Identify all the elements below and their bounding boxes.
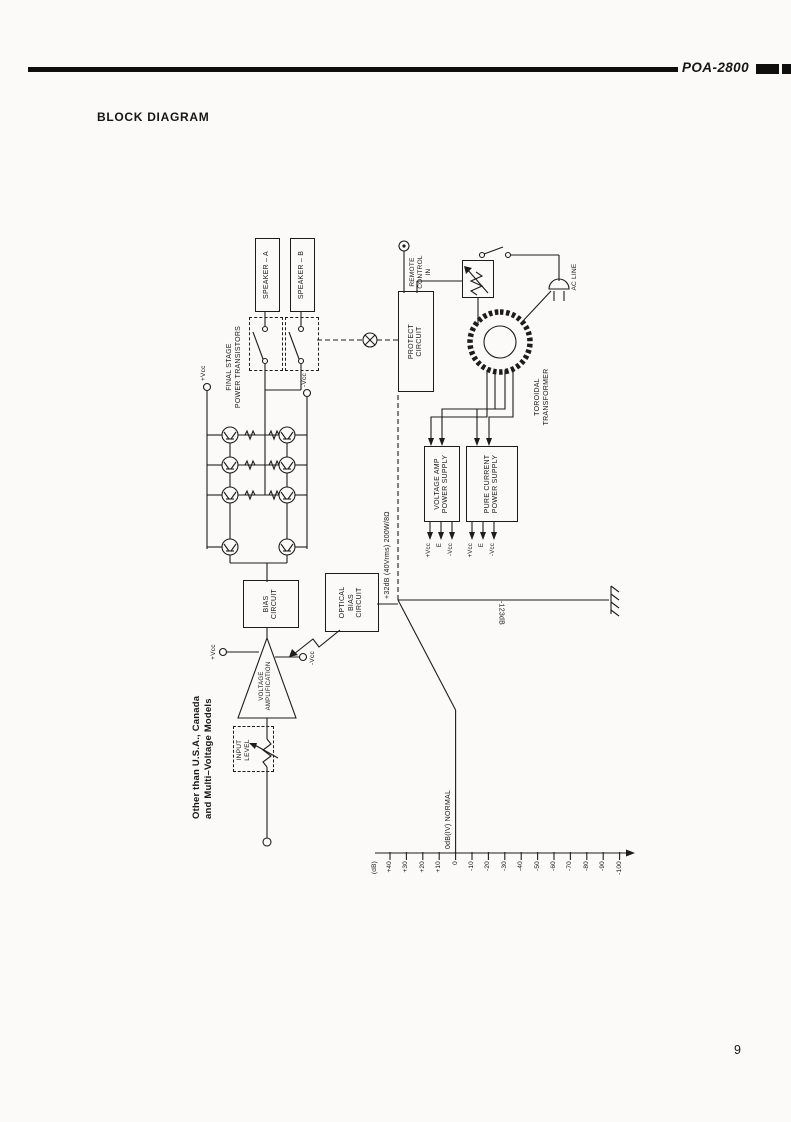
label-line: FINAL STAGE xyxy=(226,343,233,391)
block-label-line: POWER SUPPLY xyxy=(442,454,449,514)
minus-vcc-rail-label: -Vcc xyxy=(301,373,308,387)
block-label-line: CIRCUIT xyxy=(356,587,364,618)
speaker-b-block: SPEAKER – B xyxy=(290,238,315,312)
block-label-line: VOLTAGE AMP xyxy=(433,458,441,510)
block-label-line: PROTECT xyxy=(407,323,415,360)
block-label-line: PURE CURRENT xyxy=(483,454,491,514)
block-label-line: BIAS xyxy=(262,595,270,613)
label-line: REMOTE xyxy=(409,257,416,287)
voltage-amp-power-supply-block: VOLTAGE AMP POWER SUPPLY xyxy=(424,446,460,522)
ac-switch-and-plug xyxy=(478,246,570,301)
block-label-line: CIRCUIT xyxy=(271,588,278,620)
pc-supply-e: E xyxy=(479,543,485,548)
amp-minus-vcc-label: -Vcc xyxy=(309,651,316,665)
protect-links xyxy=(317,240,462,348)
final-stage-transistors xyxy=(221,426,296,539)
db-tick-label: -80 xyxy=(583,861,590,871)
input-stage xyxy=(249,718,279,847)
label-line: TRANSFORMER xyxy=(542,368,550,426)
bias-circuit-block: BIAS CIRCUIT xyxy=(243,580,299,628)
label-line: IN xyxy=(424,268,432,276)
supply-output-arrows xyxy=(427,522,497,540)
page-title: BLOCK DIAGRAM xyxy=(97,110,210,124)
pure-current-power-supply-block: PURE CURRENT POWER SUPPLY xyxy=(466,446,518,522)
voltage-amplifier-symbol xyxy=(218,628,308,719)
db-tick-label: -30 xyxy=(501,861,508,871)
db-tick-label: +30 xyxy=(402,861,409,873)
db-tick-label: +10 xyxy=(435,861,442,873)
ac-line-label: AC LINE xyxy=(571,263,578,291)
db-unit-label: (dB) xyxy=(371,861,378,875)
note-line: and Multi–Voltage Models xyxy=(202,698,214,819)
va-supply-plus-vcc: +Vcc xyxy=(426,543,432,558)
header-end-block xyxy=(756,64,779,74)
block-label-line: POWER SUPPLY xyxy=(492,454,499,514)
pc-supply-minus-vcc: -Vcc xyxy=(490,543,496,556)
db-tick-label: -40 xyxy=(517,861,524,871)
block-label-line: SPEAKER – A xyxy=(263,251,271,299)
toroidal-transformer-label: TOROIDAL TRANSFORMER xyxy=(534,355,551,439)
block-diagram: SPEAKER – A SPEAKER – B BIAS CIRCUIT OPT… xyxy=(185,230,645,895)
db-tick-label: -20 xyxy=(484,861,491,871)
db-tick-label: +40 xyxy=(386,861,393,873)
label-line: LEVEL xyxy=(243,739,251,761)
note-line: Other than U.S.A., Canada xyxy=(191,695,202,819)
pc-supply-plus-vcc: +Vcc xyxy=(468,543,474,558)
optical-bias-links xyxy=(289,603,398,657)
protect-circuit-block: PROTECT CIRCUIT xyxy=(398,291,434,392)
normal-gain-annotation: 0dB(IV) NORMAL xyxy=(445,789,452,849)
toroidal-transformer-symbol xyxy=(428,290,552,446)
output-bus xyxy=(264,312,302,495)
block-label-line: SPEAKER – B xyxy=(298,250,306,300)
final-stage-label: FINAL STAGE POWER TRANSISTORS xyxy=(226,317,243,417)
relay-coil xyxy=(464,266,489,296)
schematic-svg xyxy=(202,240,635,860)
header-end-block xyxy=(782,64,791,74)
db-tick-label: -50 xyxy=(534,861,541,871)
gain-annotation: +32dB (40Vrms) 200W/8Ω xyxy=(384,511,391,599)
mute-level-annotation: -123dB xyxy=(497,601,505,626)
block-label-line: OPTICAL xyxy=(339,586,347,619)
optical-bias-circuit-block: OPTICAL BIAS CIRCUIT xyxy=(325,573,379,632)
db-tick-label: -90 xyxy=(599,861,606,871)
db-tick-label: +20 xyxy=(419,861,426,873)
speaker-relay-switches xyxy=(252,325,305,365)
voltage-amplification-label: VOLTAGE AMPLIFICATION xyxy=(259,657,274,715)
label-line: CONTROL xyxy=(416,255,424,289)
va-supply-e: E xyxy=(437,543,443,548)
block-label-line: BIAS xyxy=(347,594,355,611)
va-supply-minus-vcc: -Vcc xyxy=(448,543,454,556)
label-line: INPUT xyxy=(236,739,243,761)
gain-scale xyxy=(375,392,635,860)
speaker-a-relay-box xyxy=(249,317,283,371)
label-line: AMPLIFICATION xyxy=(266,661,273,711)
header-rule xyxy=(28,67,678,72)
db-tick-label: -10 xyxy=(468,861,475,871)
plus-vcc-rail-label: +Vcc xyxy=(200,365,207,381)
db-tick-label: -60 xyxy=(550,861,557,871)
page-number: 9 xyxy=(734,1043,741,1057)
other-models-note: Other than U.S.A., Canada and Multi–Volt… xyxy=(191,659,214,819)
label-line: POWER TRANSISTORS xyxy=(234,325,242,409)
driver-stage xyxy=(221,538,296,582)
db-tick-label: -100 xyxy=(616,861,623,875)
label-line: TOROIDAL xyxy=(534,378,541,416)
db-tick-label: 0 xyxy=(452,861,459,865)
label-line: VOLTAGE xyxy=(259,671,265,701)
remote-control-in-label: REMOTE CONTROL IN xyxy=(409,249,433,295)
block-label-line: CIRCUIT xyxy=(416,326,423,357)
model-number: POA-2800 xyxy=(682,60,749,75)
speaker-a-block: SPEAKER – A xyxy=(255,238,280,312)
relay-box xyxy=(462,260,494,298)
input-level-label: INPUT LEVEL xyxy=(236,729,252,771)
db-tick-label: -70 xyxy=(566,861,573,871)
power-rails xyxy=(202,382,312,549)
